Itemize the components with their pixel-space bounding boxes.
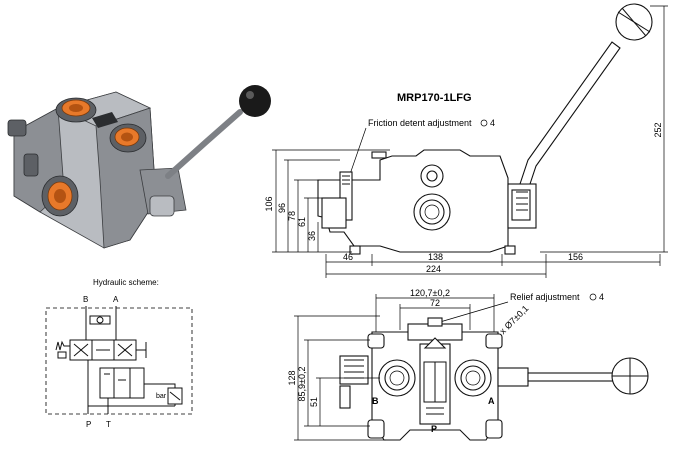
- scheme-bar-label: bar: [156, 393, 167, 400]
- hydraulic-scheme: Hydraulic scheme: B A P T: [45, 278, 193, 429]
- valve-3d-render: [7, 85, 271, 249]
- dim-36: 36: [307, 231, 317, 241]
- friction-detent-callout: Friction detent adjustment: [368, 118, 472, 128]
- top-port-p: P: [431, 424, 437, 434]
- side-view-drawing: MRP170-1LFG Friction detent adjustment 4: [264, 3, 668, 278]
- dim-128: 128: [287, 370, 297, 385]
- scheme-port-b: B: [83, 295, 88, 304]
- friction-detent-size: 4: [490, 118, 495, 128]
- scheme-port-t: T: [106, 420, 111, 429]
- dim-252: 252: [653, 122, 663, 137]
- dim-96: 96: [277, 203, 287, 213]
- dim-138: 138: [428, 252, 443, 262]
- dim-72: 72: [430, 298, 440, 308]
- dim-156: 156: [568, 252, 583, 262]
- dim-61: 61: [297, 217, 307, 227]
- top-port-b: B: [372, 396, 379, 406]
- top-view-drawing: 120,7±0,2 72 Relief adjustment 4 4 x Ø7±…: [287, 288, 649, 441]
- dim-120-7: 120,7±0,2: [410, 288, 450, 298]
- model-title: MRP170-1LFG: [397, 92, 472, 104]
- scheme-port-p: P: [86, 420, 91, 429]
- dim-51: 51: [309, 397, 319, 407]
- dim-46: 46: [343, 252, 353, 262]
- scheme-port-a: A: [113, 295, 119, 304]
- relief-adjustment-callout: Relief adjustment: [510, 292, 580, 302]
- dim-106: 106: [264, 196, 274, 211]
- dim-224: 224: [426, 264, 441, 274]
- scheme-caption: Hydraulic scheme:: [93, 278, 159, 287]
- dim-78: 78: [287, 211, 297, 221]
- top-port-a: A: [488, 396, 495, 406]
- dim-85-9: 85,9±0,2: [297, 367, 307, 402]
- relief-adjustment-size: 4: [599, 292, 604, 302]
